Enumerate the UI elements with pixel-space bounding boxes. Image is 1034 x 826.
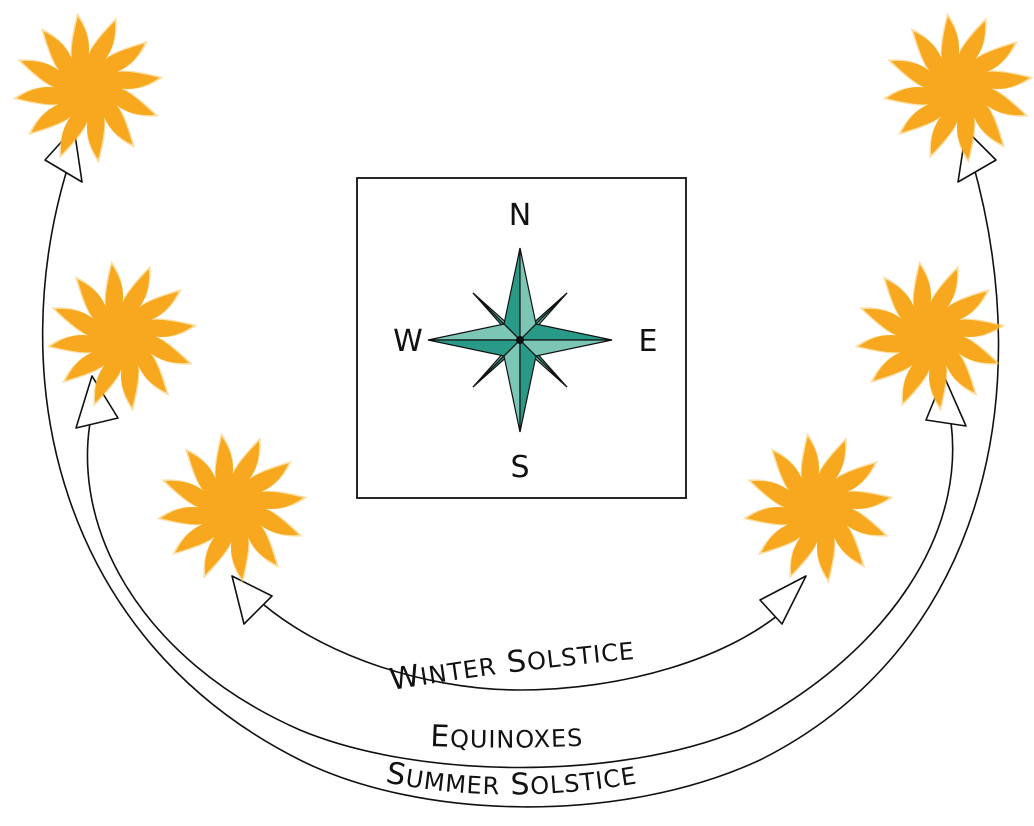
sun-winter-west-icon [156,432,307,583]
sun-winter-east-icon [742,432,893,583]
compass-east-label: E [639,324,658,359]
compass-south-label: S [510,450,529,485]
compass-box: N S E W [357,178,686,498]
equinoxes-label: EQUINOXES [430,719,584,755]
sun-summer-west-icon [12,12,163,163]
sun-equinox-east-icon [854,260,1005,411]
compass-west-label: W [393,324,423,359]
winter-east-arrowhead [760,576,806,624]
winter-solstice-label: WINTER SOLSTICE [387,637,636,698]
winter-west-arrowhead [232,576,272,624]
sun-equinox-west-icon [46,260,197,411]
compass-north-label: N [509,198,531,233]
sun-summer-east-icon [882,12,1033,163]
